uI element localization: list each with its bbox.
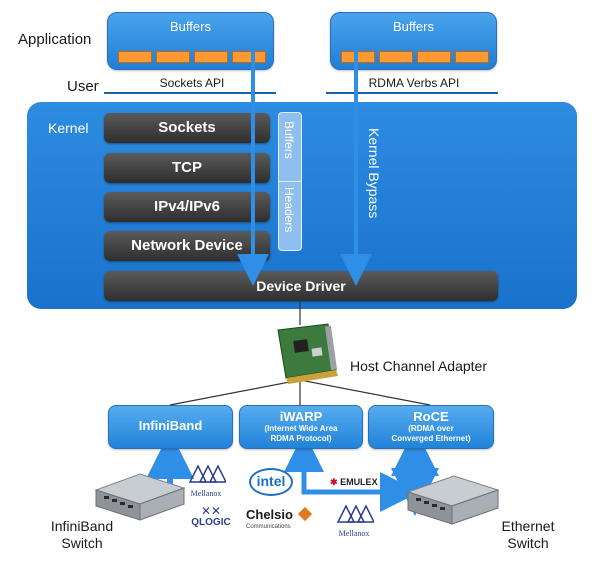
- strip-headers-label: Headers: [282, 187, 296, 233]
- ethernet-switch-icon: [406, 475, 500, 525]
- chelsio-text: Chelsio: [246, 507, 293, 522]
- ethernet-switch-label-line2: Switch: [507, 535, 549, 551]
- chelsio-logo: Chelsio Communications: [246, 506, 321, 530]
- infiniband-switch-icon: [94, 473, 186, 521]
- roce-subtitle-2: Converged Ethernet): [391, 434, 471, 443]
- left-buffers-box: Buffers: [107, 12, 274, 70]
- infiniband-box: InfiniBand: [108, 405, 233, 449]
- buffers-headers-strip: Buffers Headers: [278, 112, 302, 251]
- user-layer-label: User: [67, 78, 99, 95]
- emulex-logo: ✱ EMULEX: [330, 477, 378, 488]
- ip-layer: IPv4/IPv6: [104, 192, 270, 222]
- roce-title: RoCE: [413, 409, 449, 424]
- infiniband-title: InfiniBand: [138, 418, 203, 433]
- emulex-text: EMULEX: [340, 477, 378, 487]
- buffer-cell: [232, 51, 266, 63]
- strip-divider: [279, 181, 301, 182]
- mellanox-text: Mellanox: [190, 489, 222, 498]
- buffer-cell: [118, 51, 152, 63]
- strip-buffers-label: Buffers: [282, 121, 296, 159]
- sockets-api-line: [104, 92, 276, 94]
- right-buffers-title: Buffers: [393, 19, 434, 34]
- host-channel-adapter-icon: [277, 323, 338, 384]
- mellanox-mark-icon-2: [336, 504, 376, 523]
- right-buffers-box: Buffers: [330, 12, 497, 70]
- tcp-layer: TCP: [104, 153, 270, 183]
- buffer-cell: [417, 51, 451, 63]
- iwarp-box: iWARP (Internet Wide Area RDMA Protocol): [239, 405, 363, 449]
- sockets-api-label: Sockets API: [159, 76, 225, 90]
- qlogic-logo: ✕✕ QLOGIC: [186, 505, 236, 528]
- qlogic-mark-icon: ✕✕: [200, 504, 222, 518]
- device-driver-layer: Device Driver: [104, 271, 498, 301]
- chelsio-tagline: Communications: [246, 524, 291, 530]
- rdma-verbs-api-label: RDMA Verbs API: [368, 76, 460, 90]
- iwarp-subtitle-1: (Internet Wide Area: [264, 424, 338, 433]
- buffer-cell: [379, 51, 413, 63]
- intel-logo: intel: [249, 468, 293, 496]
- iwarp-subtitle-2: RDMA Protocol): [270, 434, 332, 443]
- mellanox-logo: Mellanox: [186, 462, 228, 498]
- kernel-bypass-label: Kernel Bypass: [366, 128, 382, 219]
- rdma-verbs-api-line: [326, 92, 498, 94]
- mellanox-mark-icon: [188, 464, 228, 483]
- infiniband-switch-label-line1: InfiniBand: [50, 518, 114, 534]
- qlogic-text: QLOGIC: [191, 517, 231, 528]
- roce-box: RoCE (RDMA over Converged Ethernet): [368, 405, 494, 449]
- buffer-cell: [156, 51, 190, 63]
- emulex-mark-icon: ✱: [330, 477, 338, 487]
- infiniband-switch-label-line2: Switch: [61, 535, 103, 551]
- ethernet-switch-label: Ethernet Switch: [488, 518, 568, 552]
- infiniband-switch-label: InfiniBand Switch: [32, 518, 132, 552]
- buffer-cell: [455, 51, 489, 63]
- mellanox-text-2: Mellanox: [338, 529, 370, 538]
- ethernet-switch-label-line1: Ethernet: [501, 518, 555, 534]
- kernel-label: Kernel: [48, 120, 89, 136]
- application-layer-label: Application: [18, 31, 92, 48]
- left-buffers-title: Buffers: [170, 19, 211, 34]
- mellanox-logo-2: Mellanox: [334, 502, 376, 538]
- chelsio-mark-icon: [298, 506, 313, 522]
- sockets-layer: Sockets: [104, 113, 270, 143]
- iwarp-title: iWARP: [279, 409, 323, 424]
- buffer-cell: [194, 51, 228, 63]
- roce-subtitle-1: (RDMA over: [408, 424, 454, 433]
- host-channel-adapter-label: Host Channel Adapter: [350, 358, 487, 374]
